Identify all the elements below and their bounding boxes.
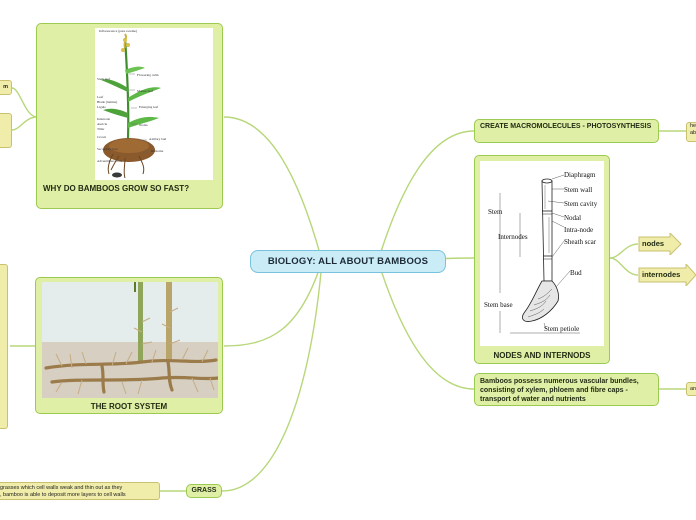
topic-grass-label: GRASS [191,487,217,494]
label-crown: Crown [97,135,107,139]
label-tiller: Tiller [97,127,105,131]
clipped-node-why-1-label: m [3,84,8,90]
label-leaf: Leaf [97,95,104,99]
grass-note-line-1: grasses which cell walls weak and thin o… [0,485,123,491]
topic-macromolecules-label: CREATE MACROMOLECULES - PHOTOSYNTHESIS [480,123,652,130]
clipped-node-why-1[interactable]: m [0,80,12,95]
vascular-child-label: an [690,385,696,392]
node-nodes[interactable]: nodes [638,233,682,255]
topic-grass[interactable]: GRASS [186,484,222,498]
link-why-fast [223,116,323,262]
label-axillary-bud: Axillary bud [149,137,167,141]
bamboo-plant-diagram: Inflorescence (pure raceme) Flowering cu… [95,28,213,180]
label-sheath-scar: Sheath scar [564,238,597,246]
link-why-child-2 [11,116,38,131]
label-stem-wall: Stem wall [564,186,592,194]
macro-child-line-1: he [690,123,696,129]
label-flowering-culm: Flowering culm [137,73,159,77]
label-stem-cavity: Stem cavity [564,200,598,208]
grass-note-line-2: , bamboo is able to deposit more layers … [0,492,126,498]
label-stem-petiole: Stem petiole [544,325,579,333]
central-topic[interactable]: BIOLOGY: ALL ABOUT BAMBOOS [250,250,446,273]
node-internodes-label: internodes [642,270,681,279]
label-secondary-root: Secondary root [97,147,118,151]
link-root-system [223,260,323,347]
label-internodes-diagram: Internodes [498,233,528,241]
clipped-node-root[interactable] [0,264,8,429]
macro-child[interactable]: he ab [686,122,696,142]
topic-why-grow-fast[interactable]: Inflorescence (pure raceme) Flowering cu… [36,23,223,209]
label-stem: Stem [488,208,503,216]
label-adventitious-roots: Adventitious roots [97,159,123,163]
link-why-child-1 [11,87,38,118]
label-blade: Blade (lamina) [97,100,117,104]
root-system-photo [42,282,220,398]
label-bud: Bud [570,269,582,277]
label-nodes: Nodes [139,123,148,127]
label-stem-base: Stem base [484,301,513,309]
label-mature-leaf: Mature leaf [137,89,154,93]
topic-root-system[interactable]: THE ROOT SYSTEM [35,277,223,414]
bamboo-stem-diagram: Diaphragm Stem wall Stem cavity Nodal In… [480,161,604,346]
vascular-child[interactable]: an [686,382,696,396]
node-internodes[interactable]: internodes [638,264,696,286]
label-diaphragm: Diaphragm [564,171,596,179]
topic-vascular-bundles-label: Bamboos possess numerous vascular bundle… [480,378,639,403]
topic-macromolecules[interactable]: CREATE MACROMOLECULES - PHOTOSYNTHESIS [474,119,659,143]
grass-note[interactable]: grasses which cell walls weak and thin o… [0,482,160,500]
label-auricle: Auricle [97,122,108,126]
link-macromolecules [377,130,475,262]
label-internode: Internode [97,117,110,121]
link-nodes [609,243,639,259]
label-nodal: Nodal [564,214,581,222]
clipped-node-why-2[interactable] [0,113,12,148]
label-emerging-leaf: Emerging leaf [139,105,159,109]
link-grass [221,260,323,492]
topic-vascular-bundles[interactable]: Bamboos possess numerous vascular bundle… [474,373,659,406]
node-nodes-label: nodes [642,239,665,248]
topic-root-system-label: THE ROOT SYSTEM [90,402,168,411]
label-rhizome: Rhizome [151,149,164,153]
macro-child-line-2: ab [690,130,696,136]
topic-nodes-internodes[interactable]: Diaphragm Stem wall Stem cavity Nodal In… [474,155,610,364]
topic-why-grow-fast-label: WHY DO BAMBOOS GROW SO FAST? [43,184,190,193]
link-internodes [609,257,639,276]
topic-nodes-internodes-label: NODES AND INTERNODS [493,351,591,360]
label-stem-leaf: Stem leaf [97,77,111,81]
label-intra-node: Intra-node [564,226,593,234]
label-ligule: Ligule [97,105,106,109]
link-vascular [377,260,475,390]
label-inflorescence: Inflorescence (pure raceme) [99,29,137,33]
